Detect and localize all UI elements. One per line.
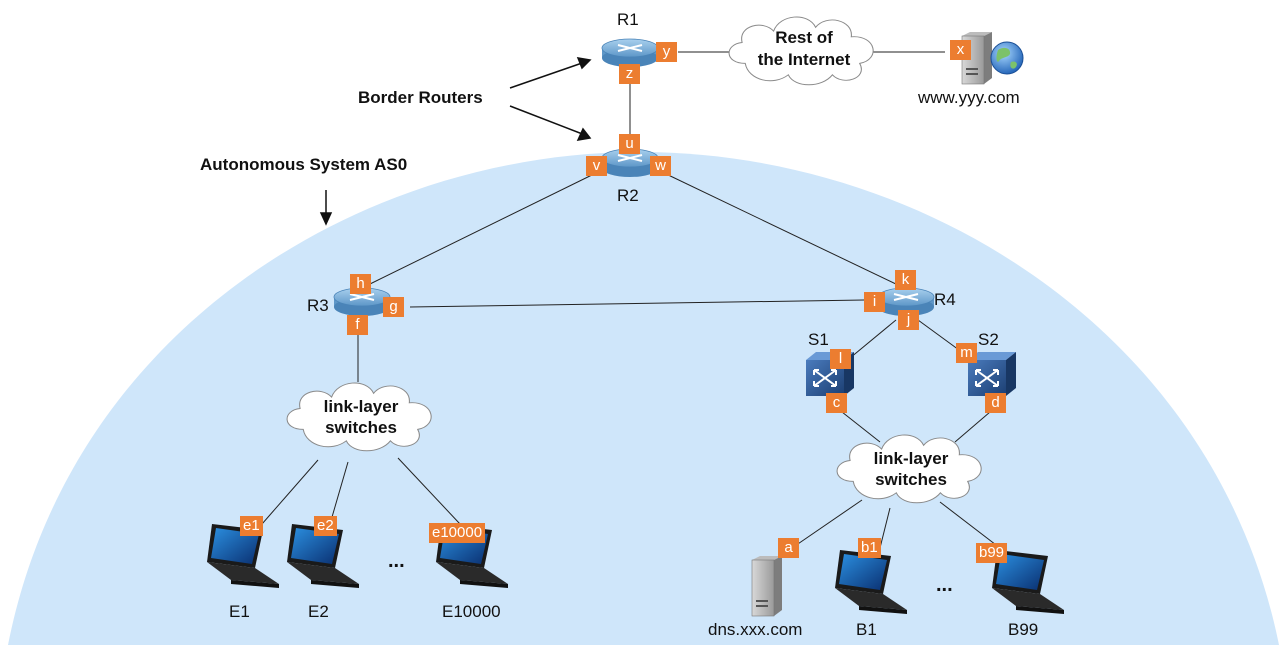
interface-tag-f: f [347, 315, 368, 335]
switch-s2-label: S2 [978, 330, 999, 349]
switch-s1-label: S1 [808, 330, 829, 349]
annotation-arrows [319, 57, 592, 226]
interface-tag-z: z [619, 64, 640, 84]
interface-tag-i: i [864, 292, 885, 312]
router-r4-label: R4 [934, 290, 956, 309]
interface-tag-h: h [350, 274, 371, 294]
router-r1-label: R1 [617, 10, 639, 29]
switch-s2-icon [968, 352, 1016, 396]
router-r2-icon [601, 148, 659, 177]
link-lls-e1 [261, 459, 319, 525]
web-server-label: www.yyy.com [918, 88, 1020, 107]
router-r3-label: R3 [307, 296, 329, 315]
interface-tag-d: d [985, 393, 1006, 413]
host-e2-label: E2 [308, 602, 329, 621]
host-b1-label: B1 [856, 620, 877, 639]
interface-tag-v: v [586, 156, 607, 176]
globe-icon [990, 41, 1024, 75]
interface-tag-j: j [898, 310, 919, 330]
interface-tag-c: c [826, 393, 847, 413]
ellipsis-right: ... [936, 574, 953, 596]
interface-tag-b1: b1 [858, 538, 881, 558]
interface-tag-k: k [895, 270, 916, 290]
host-b99-label: B99 [1008, 620, 1039, 639]
link-lls-dns [791, 499, 863, 549]
laptop-e1-icon [207, 524, 279, 588]
laptop-b1-icon [835, 550, 907, 614]
interface-tag-l: l [830, 349, 851, 369]
interface-tag-e1: e1 [240, 516, 263, 536]
host-e10000-label: E10000 [442, 602, 501, 621]
link-s2-lls [954, 411, 991, 443]
interface-tag-y: y [656, 42, 677, 62]
dns-server-icon [751, 556, 782, 617]
router-r4-icon [877, 287, 935, 316]
link-layer-right-label-line1: link-layer [873, 449, 949, 468]
router-r1-icon [601, 38, 659, 67]
ellipsis-left: ... [388, 550, 405, 572]
links [261, 51, 1001, 549]
internet-cloud-label-line2: the Internet [757, 50, 851, 69]
link-lls-b99 [939, 501, 1001, 549]
interface-tag-m: m [956, 343, 977, 363]
border-routers-label: Border Routers [358, 88, 483, 107]
link-lls-e10000 [397, 457, 461, 525]
autonomous-system-label: Autonomous System AS0 [200, 155, 408, 174]
interface-tag-x: x [950, 40, 971, 60]
link-r2-r3 [369, 171, 599, 285]
link-r3-r4 [409, 299, 865, 308]
internet-cloud-label-line1: Rest of [775, 28, 833, 47]
interface-tag-b99: b99 [976, 543, 1008, 563]
interface-tag-e2: e2 [314, 516, 337, 536]
link-s1-lls [841, 411, 881, 443]
router-r2-label: R2 [617, 186, 639, 205]
dns-server-label: dns.xxx.com [708, 620, 803, 639]
interface-tag-g: g [383, 297, 404, 317]
link-lls-b1 [879, 507, 891, 549]
arrow-to-r1 [509, 61, 586, 89]
interface-tag-a: a [778, 538, 799, 558]
link-layer-right-label-line2: switches [875, 470, 947, 489]
link-r4-s1 [849, 319, 897, 359]
autonomous-system-area [8, 152, 1279, 645]
link-layer-left-label-line2: switches [325, 418, 397, 437]
link-r2-r4 [661, 171, 901, 287]
host-e1-label: E1 [229, 602, 250, 621]
link-layer-left-label-line1: link-layer [323, 397, 399, 416]
interface-tag-u: u [619, 134, 640, 154]
arrow-to-r2 [509, 105, 586, 136]
router-r3-icon [333, 287, 391, 316]
link-lls-e2 [329, 461, 349, 525]
interface-tag-w: w [650, 156, 671, 176]
switch-s1-icon [806, 352, 854, 396]
interface-tag-e10000: e10000 [429, 523, 486, 543]
